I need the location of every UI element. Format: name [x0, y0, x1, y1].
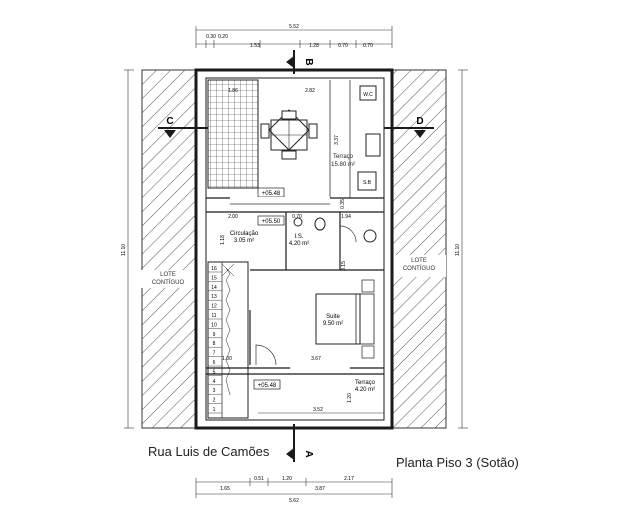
lote-left-line2: CONTÍGUO: [152, 279, 185, 286]
dim-top-p1: 0.30: [206, 34, 216, 40]
stair-step-number: 15: [211, 275, 217, 281]
level-box-circ: [257, 215, 285, 226]
stair-step-number: 2: [213, 398, 216, 404]
dim-circ-width: 2.00: [228, 214, 238, 220]
dim-bottom-p4: 2.17: [344, 476, 354, 482]
lote-left-line1: LOTE: [160, 272, 176, 278]
dim-stair-lower: 1.00: [222, 356, 232, 362]
dim-top-p6: 0.70: [363, 43, 373, 49]
stair-step-number: 11: [211, 313, 216, 319]
door-swing-suite: [255, 344, 277, 366]
terrace-top-name: Terraço: [333, 154, 354, 160]
wc-box: [359, 85, 377, 101]
nightstand-bottom: [361, 345, 375, 359]
dim-suite-width: 3.67: [311, 356, 321, 362]
wc-box-label: W.C: [363, 92, 373, 98]
bath-box: [357, 171, 377, 191]
dim-terrace-bottom-width: 3.52: [313, 407, 323, 413]
dim-left-height: 11.10: [121, 244, 127, 256]
dim-is-height: 0.35: [340, 199, 346, 209]
section-mark-b: B: [286, 50, 314, 74]
dim-top-p2: 0.20: [218, 34, 228, 40]
dim-circ-height: 1.18: [220, 235, 226, 245]
dim-top-p3: 1.53: [250, 43, 260, 49]
dim-top-p5: 0.70: [338, 43, 348, 49]
terrace-grid-area: [207, 79, 259, 189]
stair-step-number: 13: [211, 294, 217, 300]
svg-text:B: B: [303, 58, 314, 65]
is-name: I.S.: [294, 234, 303, 240]
level-terrace-top: +05.48: [262, 191, 281, 197]
bed: [315, 293, 361, 345]
dim-bottom-p1: 1.65: [220, 486, 230, 492]
adjacent-lot-right: [391, 69, 447, 429]
dim-top-p4: 1.28: [309, 43, 319, 49]
dim-bottom-total: 5.62: [289, 498, 299, 504]
terrace-top-area: 15.80 m²: [331, 162, 355, 168]
dim-terrace-depth: 3.37: [334, 135, 340, 145]
terrace-bottom-area: 4.20 m²: [355, 387, 375, 393]
bath-box-label: S.B: [363, 180, 372, 186]
door-swing-is: [339, 225, 357, 243]
drawing-title: Planta Piso 3 (Sotão): [396, 455, 519, 470]
dining-table-set: [260, 109, 318, 160]
level-terrace-bottom: +05.48: [258, 383, 277, 389]
stair-step-number: 12: [211, 304, 217, 310]
dim-top-total: 5.52: [289, 24, 299, 30]
suite-area: 9.50 m²: [323, 321, 343, 327]
stair-step-number: 1: [213, 407, 216, 413]
section-mark-c: C: [158, 116, 208, 138]
stair-step-number: 8: [213, 341, 216, 347]
svg-text:C: C: [166, 116, 173, 127]
stair-step-number: 14: [211, 285, 217, 291]
is-area: 4.20 m²: [289, 241, 309, 247]
staircase: [207, 261, 249, 419]
stair-step-number: 9: [213, 332, 216, 338]
dim-hatch-width: 1.86: [228, 88, 238, 94]
shower-fixture: [363, 229, 377, 243]
section-mark-a: A: [286, 424, 314, 462]
lote-right-label-bg: [392, 255, 446, 277]
street-name: Rua Luis de Camões: [148, 444, 270, 459]
svg-text:A: A: [303, 450, 314, 457]
stair-step-number: 10: [211, 322, 217, 328]
bottom-dimension-chain: [195, 478, 393, 498]
stair-step-number: 16: [211, 266, 217, 272]
dim-is-width: 1.94: [341, 214, 351, 220]
stair-step-number: 5: [213, 369, 216, 375]
dim-bottom-mid: 3.87: [315, 486, 325, 492]
suite-name: Suite: [326, 314, 340, 320]
section-mark-d: D: [384, 116, 434, 138]
nightstand-top: [361, 279, 375, 293]
stair-step-number: 3: [213, 388, 216, 394]
lote-left-label-bg: [140, 270, 198, 288]
dim-bottom-p2: 0.51: [254, 476, 264, 482]
top-dimension-chain: [195, 26, 393, 48]
dim-is-small: 0.70: [292, 214, 302, 220]
lote-right-line2: CONTÍGUO: [403, 265, 436, 272]
dim-suite-height: 3.15: [341, 261, 347, 271]
sink-fixture: [293, 217, 303, 227]
adjacent-lot-left: [141, 69, 197, 429]
circulation-name: Circulação: [230, 231, 259, 237]
headboard: [355, 293, 375, 345]
svg-text:D: D: [416, 116, 423, 127]
terrace-bottom-name: Terraço: [355, 380, 376, 386]
toilet-fixture: [314, 217, 326, 231]
inner-wall-line: [205, 77, 385, 421]
dim-right-height: 11.10: [455, 244, 461, 256]
level-circulation: +05.50: [262, 219, 281, 225]
stair-step-number: 6: [213, 360, 216, 366]
circulation-area: 3.05 m²: [234, 238, 254, 244]
wall-unit: [365, 133, 381, 157]
dim-terrace-bottom-depth: 1.20: [347, 393, 353, 403]
stair-step-number: 7: [213, 351, 216, 357]
stair-step-numbers: 16 15 14 13 12 11 10 9 8 7 6 5 4 3 2 1: [208, 266, 222, 414]
stair-step-number: 4: [213, 379, 216, 385]
dim-bottom-p3: 1.20: [282, 476, 292, 482]
dim-terrace-width: 2.82: [305, 88, 315, 94]
lote-right-line1: LOTE: [411, 258, 427, 264]
level-box-bottom: [253, 379, 281, 390]
